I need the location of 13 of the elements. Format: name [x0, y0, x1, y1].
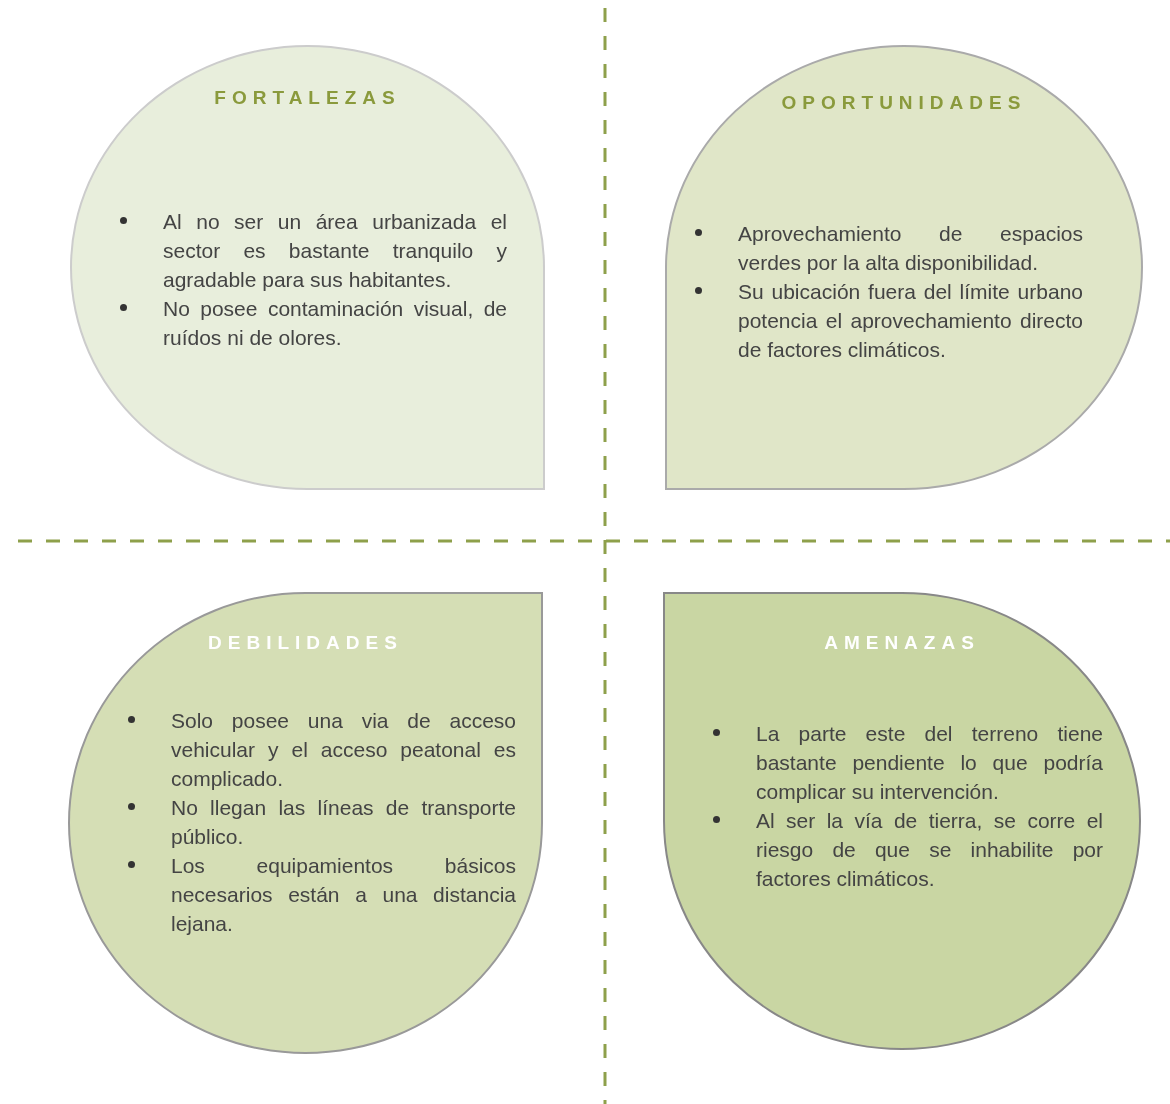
quadrant-heading: AMENAZAS — [823, 632, 981, 654]
bullet-text: La parte este del terreno tiene bastante pendiente lo que podría complicar su intervención. — [756, 721, 1103, 805]
bullet-text: No llegan las líneas de transporte público. — [171, 795, 516, 850]
bullet-text: No posee contaminación visual, de ruídos ni de olores. — [163, 296, 507, 351]
bullet-text: Al no ser un área urbanizada el sector es bastante tranquilo y agradable para sus habitantes. — [163, 209, 507, 293]
bullet-text: Al ser la vía de tierra, se corre el riesgo de que se inhabilite por factores climáticos. — [756, 808, 1103, 892]
bullet-text: Solo posee una via de acceso vehicular y el acceso peatonal es complicado. — [171, 708, 516, 792]
quadrant-heading: FORTALEZAS — [213, 87, 402, 109]
bullet-text: Su ubicación fuera del límite urbano potencia el aprovechamiento directo de factores climáticos. — [738, 279, 1083, 363]
quadrant-heading: DEBILIDADES — [207, 632, 404, 654]
quadrant-heading: OPORTUNIDADES — [780, 92, 1028, 114]
bullet-text: Los equipamientos básicos necesarios están a una distancia lejana. — [171, 853, 516, 937]
bullet-text: Aprovechamiento de espacios verdes por la alta disponibilidad. — [738, 221, 1083, 276]
